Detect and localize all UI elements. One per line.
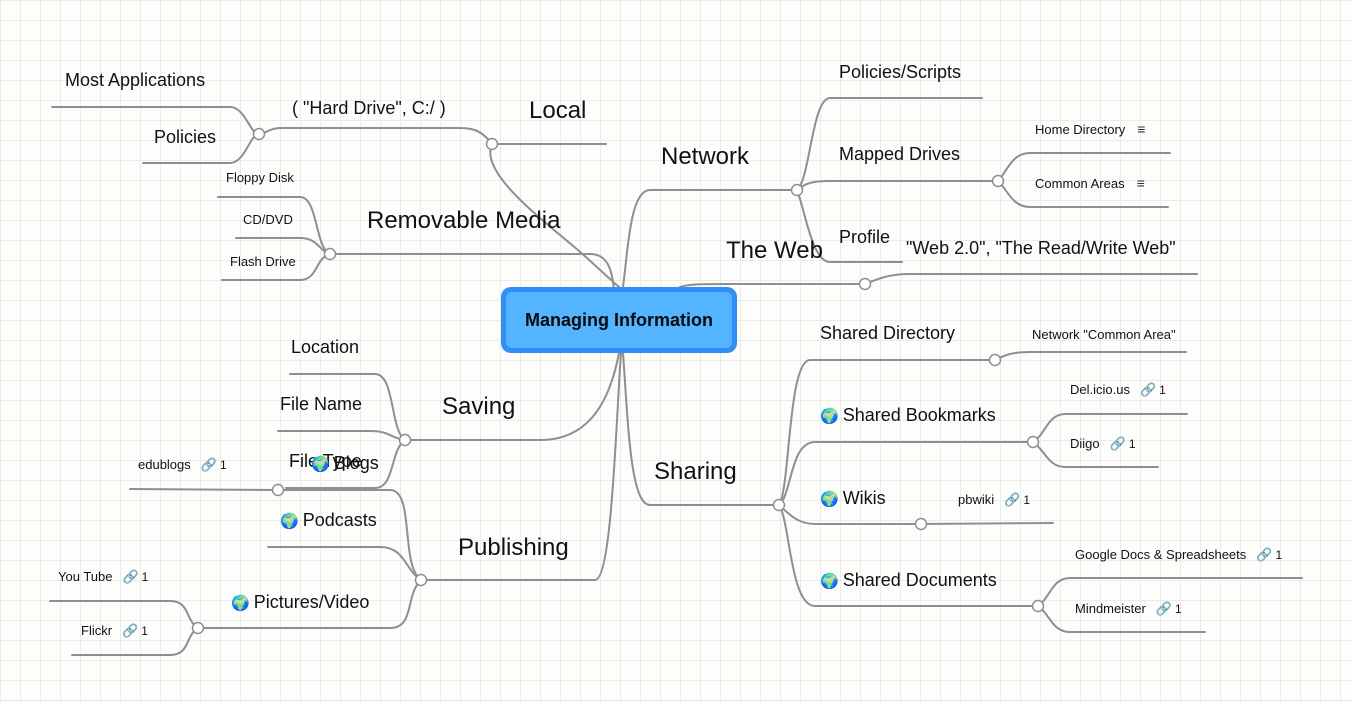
link-count: 1 (1128, 437, 1136, 451)
node-location[interactable]: Location (291, 337, 360, 357)
root-node[interactable]: Managing Information (501, 287, 737, 353)
node-podcasts-label: Podcasts (302, 510, 377, 530)
collapse-toggle-icon[interactable] (485, 137, 499, 151)
node-web-2-0[interactable]: "Web 2.0", "The Read/Write Web" (906, 238, 1176, 258)
node-shared-directory[interactable]: Shared Directory (820, 323, 956, 343)
node-the-web[interactable]: The Web (726, 237, 823, 264)
node-file-type[interactable]: File Type (289, 451, 362, 471)
node-hard-drive[interactable]: ( "Hard Drive", C:/ ) (292, 98, 446, 118)
link-icon[interactable]: 🔗 (1155, 601, 1172, 616)
node-podcasts[interactable]: 🌍Podcasts (280, 511, 377, 529)
node-blogs-label: Blogs (333, 453, 379, 473)
link-icon[interactable]: 🔗 (200, 457, 217, 472)
node-flash-drive[interactable]: Flash Drive (230, 254, 296, 269)
globe-icon: 🌍 (311, 456, 330, 473)
collapse-toggle-icon[interactable] (1026, 435, 1040, 449)
globe-icon: 🌍 (820, 408, 839, 425)
globe-icon: 🌍 (231, 595, 250, 612)
link-icon[interactable]: 🔗 (1109, 436, 1126, 451)
link-count: 1 (141, 570, 149, 584)
node-google-docs[interactable]: Google Docs & Spreadsheets 🔗1 (1075, 548, 1282, 561)
link-icon[interactable]: 🔗 (1139, 382, 1157, 397)
node-home-directory-label: Home Directory (1035, 122, 1126, 137)
node-google-docs-label: Google Docs & Spreadsheets (1075, 547, 1247, 562)
node-home-directory[interactable]: Home Directory ≡ (1035, 122, 1145, 136)
node-diigo[interactable]: Diigo 🔗1 (1070, 437, 1136, 450)
node-pbwiki[interactable]: pbwiki 🔗1 (958, 493, 1030, 506)
node-edublogs-label: edublogs (138, 457, 191, 472)
collapse-toggle-icon[interactable] (1031, 599, 1045, 613)
link-count: 1 (1174, 602, 1182, 616)
node-shared-documents-label: Shared Documents (842, 570, 997, 590)
link-count: 1 (1159, 383, 1166, 397)
collapse-toggle-icon[interactable] (414, 573, 428, 587)
collapse-toggle-icon[interactable] (790, 183, 804, 197)
node-flickr-label: Flickr (81, 623, 113, 638)
node-pbwiki-label: pbwiki (958, 492, 995, 507)
node-network[interactable]: Network (661, 143, 750, 170)
link-icon[interactable]: 🔗 (1004, 492, 1021, 507)
node-edublogs[interactable]: edublogs 🔗1 (138, 458, 227, 471)
node-floppy-disk[interactable]: Floppy Disk (226, 170, 294, 185)
link-count: 1 (219, 458, 227, 472)
node-network-common-area[interactable]: Network "Common Area" (1032, 327, 1176, 342)
node-file-name[interactable]: File Name (280, 394, 363, 414)
globe-icon: 🌍 (820, 491, 839, 508)
node-common-areas[interactable]: Common Areas ≡ (1035, 176, 1145, 190)
node-shared-bookmarks[interactable]: 🌍Shared Bookmarks (820, 406, 996, 424)
link-icon[interactable]: 🔗 (1256, 547, 1273, 562)
node-pictures-video[interactable]: 🌍Pictures/Video (231, 593, 369, 611)
note-icon[interactable]: ≡ (1136, 175, 1145, 191)
collapse-toggle-icon[interactable] (914, 517, 928, 531)
collapse-toggle-icon[interactable] (271, 483, 285, 497)
node-wikis[interactable]: 🌍Wikis (820, 489, 886, 507)
node-publishing[interactable]: Publishing (458, 534, 569, 561)
collapse-toggle-icon[interactable] (991, 174, 1005, 188)
node-policies[interactable]: Policies (154, 127, 217, 147)
link-count: 1 (1275, 548, 1283, 562)
node-most-applications[interactable]: Most Applications (65, 70, 206, 90)
node-youtube-label: You Tube (58, 569, 113, 584)
node-delicious-label: Del.icio.us (1070, 382, 1130, 397)
globe-icon: 🌍 (280, 513, 299, 530)
collapse-toggle-icon[interactable] (191, 621, 205, 635)
link-icon[interactable]: 🔗 (122, 569, 139, 584)
root-node-label: Managing Information (506, 292, 732, 348)
node-saving[interactable]: Saving (442, 393, 516, 420)
node-sharing[interactable]: Sharing (654, 458, 737, 485)
link-count: 1 (141, 624, 148, 638)
node-policies-scripts[interactable]: Policies/Scripts (839, 62, 962, 82)
node-shared-bookmarks-label: Shared Bookmarks (842, 405, 996, 425)
collapse-toggle-icon[interactable] (988, 353, 1002, 367)
node-flickr[interactable]: Flickr 🔗1 (81, 624, 148, 637)
node-local[interactable]: Local (529, 97, 587, 124)
node-shared-documents[interactable]: 🌍Shared Documents (820, 571, 997, 589)
collapse-toggle-icon[interactable] (323, 247, 337, 261)
node-diigo-label: Diigo (1070, 436, 1100, 451)
link-count: 1 (1023, 493, 1030, 507)
globe-icon: 🌍 (820, 573, 839, 590)
collapse-toggle-icon[interactable] (398, 433, 412, 447)
node-common-areas-label: Common Areas (1035, 176, 1125, 191)
node-youtube[interactable]: You Tube 🔗1 (58, 570, 148, 583)
collapse-toggle-icon[interactable] (858, 277, 872, 291)
node-mindmeister-label: Mindmeister (1075, 601, 1146, 616)
link-icon[interactable]: 🔗 (122, 623, 139, 638)
node-mapped-drives[interactable]: Mapped Drives (839, 144, 961, 164)
node-profile[interactable]: Profile (839, 227, 891, 247)
node-wikis-label: Wikis (842, 488, 886, 508)
collapse-toggle-icon[interactable] (252, 127, 266, 141)
node-cd-dvd[interactable]: CD/DVD (243, 212, 293, 227)
node-blogs[interactable]: 🌍Blogs (311, 454, 379, 472)
node-pictures-video-label: Pictures/Video (253, 592, 370, 612)
node-removable-media[interactable]: Removable Media (367, 207, 561, 234)
node-mindmeister[interactable]: Mindmeister 🔗1 (1075, 602, 1182, 615)
collapse-toggle-icon[interactable] (772, 498, 786, 512)
node-delicious[interactable]: Del.icio.us 🔗1 (1070, 383, 1166, 396)
note-icon[interactable]: ≡ (1137, 121, 1146, 137)
